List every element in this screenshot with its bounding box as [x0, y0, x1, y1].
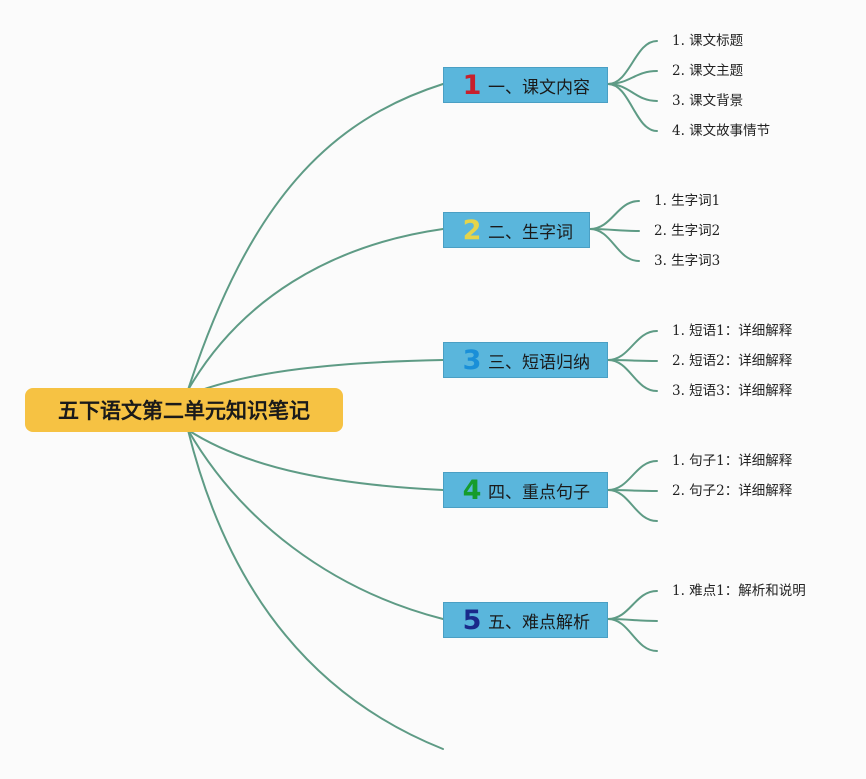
leaf-item[interactable]: 1. 课文标题 [672, 33, 744, 49]
branch-label-2: 二、生字词 [488, 222, 573, 243]
branch-label-1: 一、课文内容 [488, 77, 590, 98]
branch-node-2[interactable]: 2 二、生字词 [443, 212, 590, 248]
branch4-connector [607, 460, 658, 491]
branch5-connector [607, 618, 658, 652]
root-connector-3 [187, 359, 444, 396]
root-connector-6 [187, 429, 444, 750]
root-title: 五下语文第二单元知识笔记 [58, 399, 310, 423]
leaf-item[interactable]: 1. 短语1：详细解释 [672, 323, 793, 339]
branch-label-4: 四、重点句子 [488, 482, 590, 503]
branch5-connector [607, 590, 658, 620]
root-connector-1 [187, 83, 444, 391]
number-badge-5: 5 [462, 604, 482, 636]
number-badge-2: 2 [462, 214, 482, 246]
root-connector-2 [187, 228, 444, 391]
leaf-item[interactable]: 3. 生字词3 [654, 253, 721, 269]
number-badge-1: 1 [462, 69, 482, 101]
root-connector-5 [187, 429, 444, 620]
branch-node-1[interactable]: 1 一、课文内容 [443, 67, 608, 103]
leaf-item[interactable]: 1. 句子1：详细解释 [672, 453, 793, 469]
leaf-item[interactable]: 2. 课文主题 [672, 63, 744, 79]
branch3-connector [607, 359, 658, 392]
number-badge-3: 3 [462, 344, 482, 376]
branch1-connector [607, 83, 658, 132]
leaf-item[interactable]: 1. 生字词1 [654, 193, 721, 209]
leaf-item[interactable]: 3. 短语3：详细解释 [672, 383, 793, 399]
leaf-item[interactable]: 2. 生字词2 [654, 223, 721, 239]
branch-node-3[interactable]: 3 三、短语归纳 [443, 342, 608, 378]
leaf-item[interactable]: 2. 句子2：详细解释 [672, 483, 793, 499]
branch-label-5: 五、难点解析 [488, 612, 590, 633]
branch-node-5[interactable]: 5 五、难点解析 [443, 602, 608, 638]
leaf-item[interactable]: 1. 难点1：解析和说明 [672, 583, 806, 599]
branch3-connector [607, 330, 658, 361]
leaf-item[interactable]: 2. 短语2：详细解释 [672, 353, 793, 369]
branch4-connector [607, 489, 658, 522]
branch-label-3: 三、短语归纳 [488, 352, 590, 373]
leaf-item[interactable]: 3. 课文背景 [672, 93, 744, 109]
branch2-connector [589, 200, 640, 230]
root-connector-4 [187, 429, 444, 491]
leaf-item[interactable]: 4. 课文故事情节 [672, 123, 771, 139]
number-badge-4: 4 [462, 474, 482, 506]
branch2-connector [589, 228, 640, 262]
root-node[interactable]: 五下语文第二单元知识笔记 [25, 388, 343, 432]
branch-node-4[interactable]: 4 四、重点句子 [443, 472, 608, 508]
